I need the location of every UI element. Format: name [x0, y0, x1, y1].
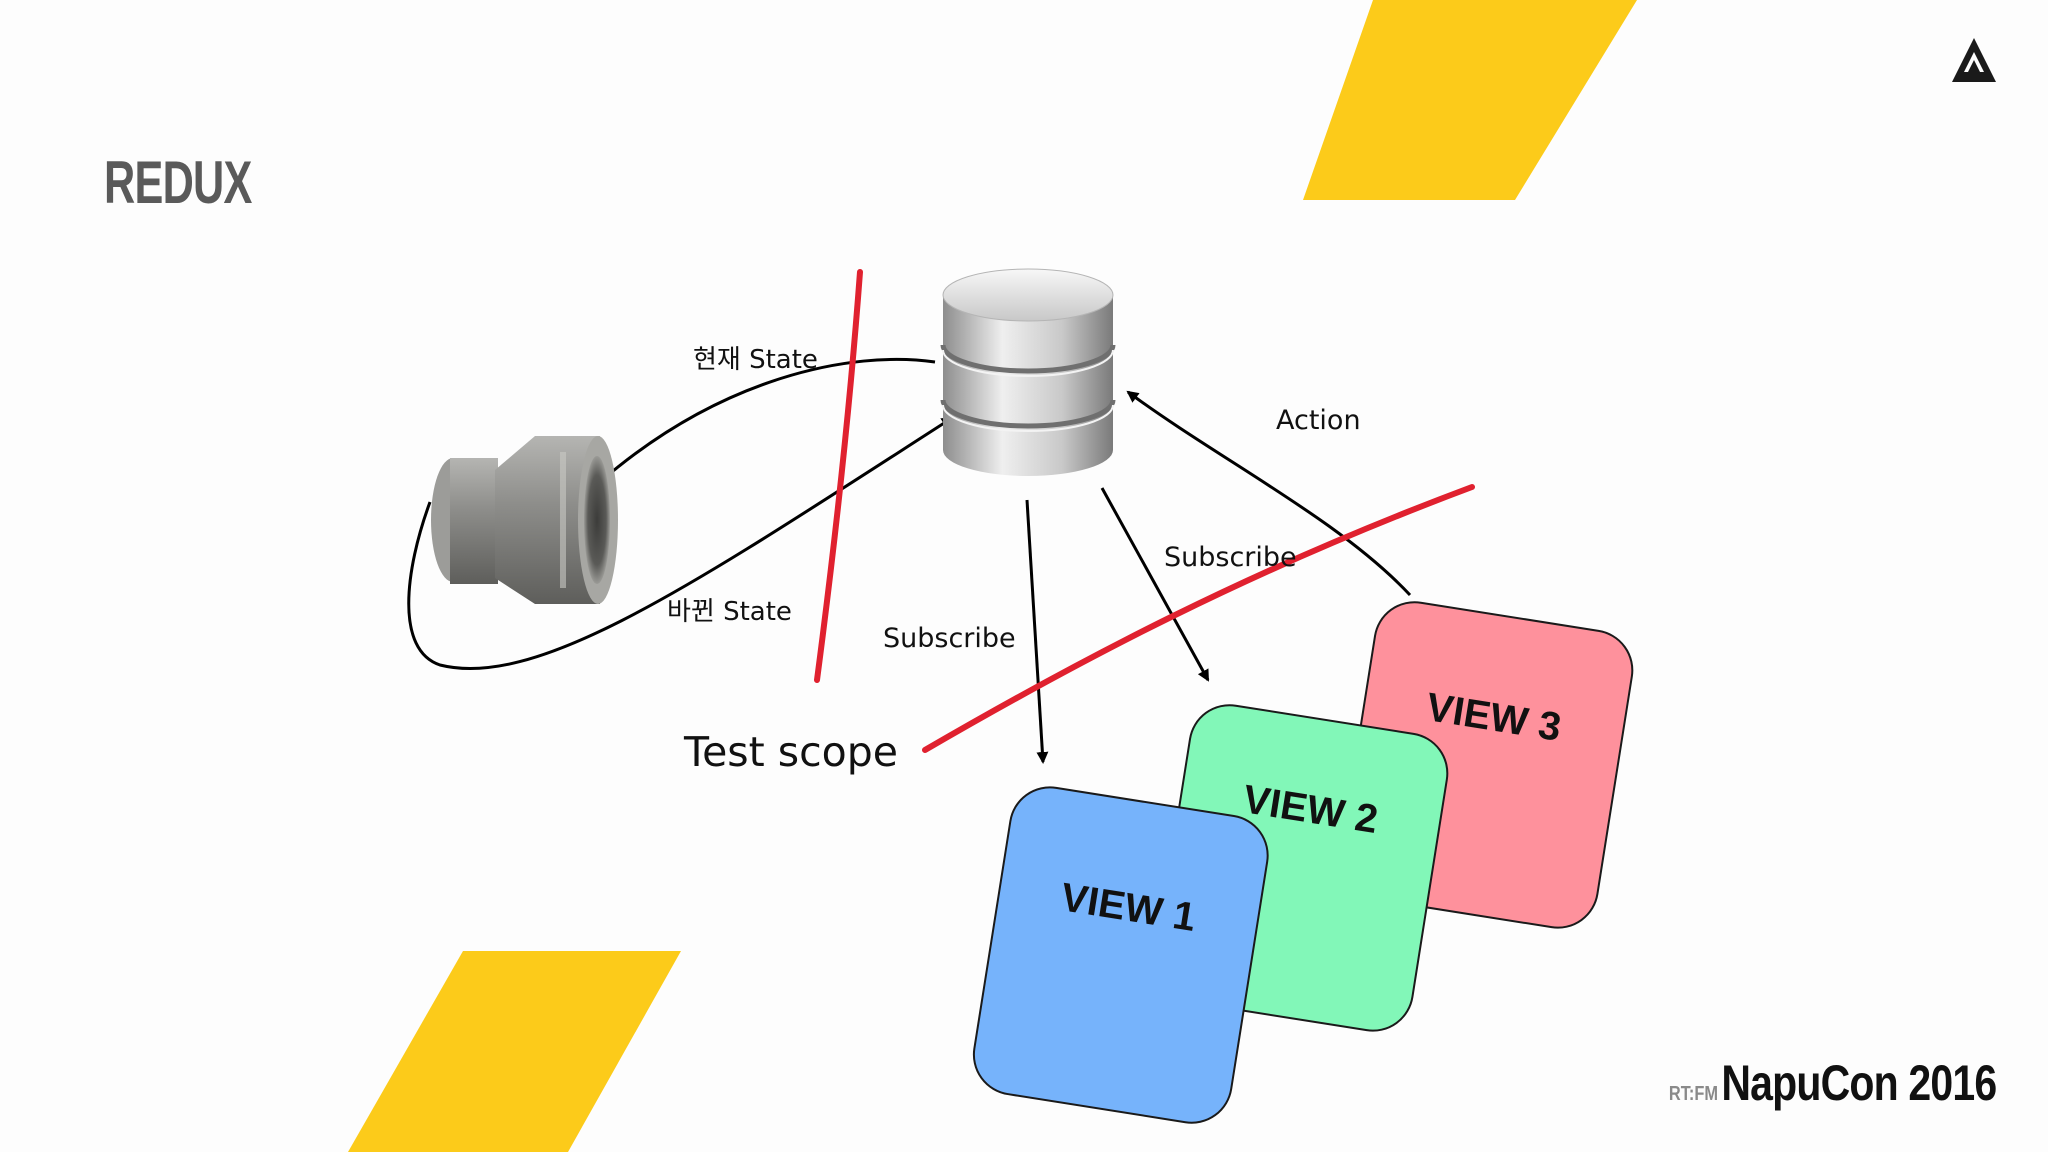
subscribe-label-left: Subscribe: [883, 623, 1016, 654]
subscribe-label-right: Subscribe: [1164, 542, 1297, 573]
reducer-pipe-fitting-icon: [431, 436, 618, 604]
test-scope-label: Test scope: [683, 728, 898, 776]
subscribe-arrow-view2: [1100, 487, 1210, 682]
footer-brand-prefix: RT:FM: [1668, 1083, 1718, 1105]
footer-brand: RT:FM NapuCon 2016: [1668, 1054, 1997, 1112]
triangle-logo-icon: [1952, 38, 1996, 82]
action-label: Action: [1276, 405, 1361, 436]
footer-brand-name: NapuCon 2016: [1721, 1055, 1997, 1111]
test-scope-line-vertical: [814, 269, 863, 683]
current-state-label: 현재 State: [693, 345, 818, 375]
accent-shape-bottom: [348, 951, 681, 1152]
subscribe-arrow-view1: [1025, 499, 1049, 764]
action-arrow: [1126, 390, 1412, 597]
view-card-1: VIEW 1: [972, 786, 1269, 1124]
slide-title: REDUX: [104, 149, 252, 216]
accent-shape-top: [1303, 0, 1637, 200]
test-scope-line-diagonal: [922, 484, 1475, 753]
database-store-icon: [940, 268, 1116, 476]
changed-state-arrow: [407, 416, 954, 670]
changed-state-label: 바뀐 State: [667, 597, 792, 627]
current-state-arrow: [598, 357, 936, 484]
